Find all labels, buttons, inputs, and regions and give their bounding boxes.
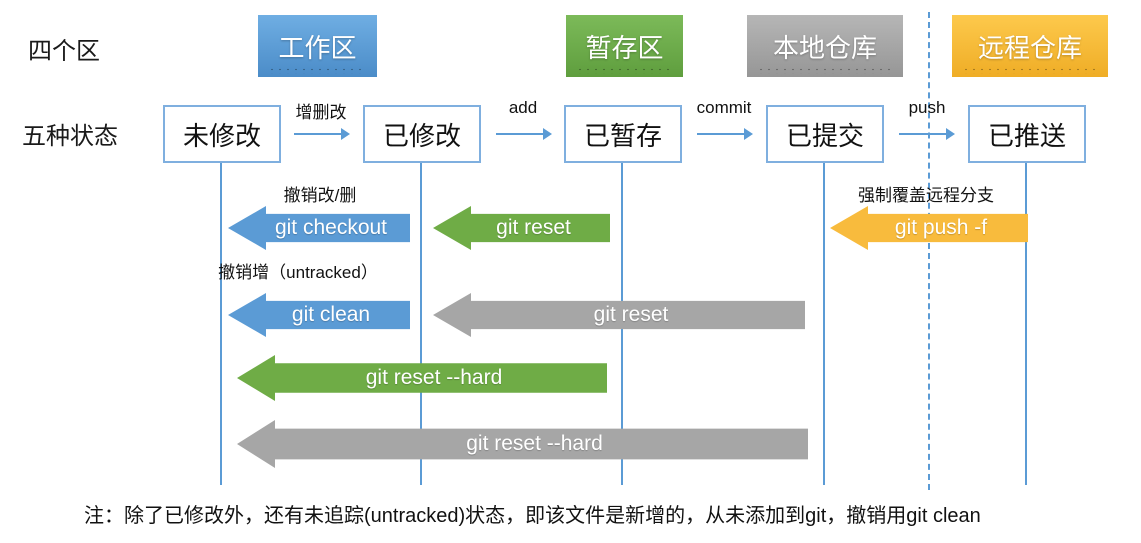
cmd-arrow-git-reset-hard-commit: git reset --hard [237,420,808,468]
arrow-add-icon [496,128,552,140]
states-title: 五种状态 [22,123,118,150]
arrow-modify-icon [294,128,350,140]
zone-working-area: 工作区 [258,15,377,77]
lifeline-unmodified [220,163,222,485]
cmd-arrow-git-clean: git clean [228,293,410,337]
state-pushed: 已推送 [968,105,1086,163]
lifeline-committed [823,163,825,485]
transition-label-add: add [508,98,538,117]
remote-separator-dashed-line [928,12,930,490]
transition-label-push: push [908,98,946,117]
state-committed: 已提交 [766,105,884,163]
footnote: 注：除了已修改外，还有未追踪(untracked)状态，即该文件是新增的，从未添… [84,505,981,527]
state-unmodified: 未修改 [163,105,281,163]
arrow-push-icon [899,128,955,140]
zone-staging-area: 暂存区 [566,15,683,77]
zone-local-repository: 本地仓库 [747,15,903,77]
lifeline-modified [420,163,422,485]
state-staged: 已暂存 [564,105,682,163]
annotation-force-overwrite: 强制覆盖远程分支 [858,186,994,205]
cmd-arrow-git-reset-hard-stage: git reset --hard [237,355,607,401]
arrow-commit-icon [697,128,753,140]
lifeline-pushed [1025,163,1027,485]
zones-title: 四个区 [28,38,100,65]
annotation-undo-untracked: 撤销增（untracked） [218,263,378,282]
transition-label-modify: 增删改 [295,103,347,122]
cmd-arrow-git-checkout: git checkout [228,206,410,250]
cmd-arrow-git-reset-stage: git reset [433,206,610,250]
annotation-undo-modify: 撤销改/删 [283,186,357,205]
zone-remote-repository: 远程仓库 [952,15,1108,77]
cmd-arrow-git-reset-commit: git reset [433,293,805,337]
transition-label-commit: commit [696,98,752,117]
state-modified: 已修改 [363,105,481,163]
